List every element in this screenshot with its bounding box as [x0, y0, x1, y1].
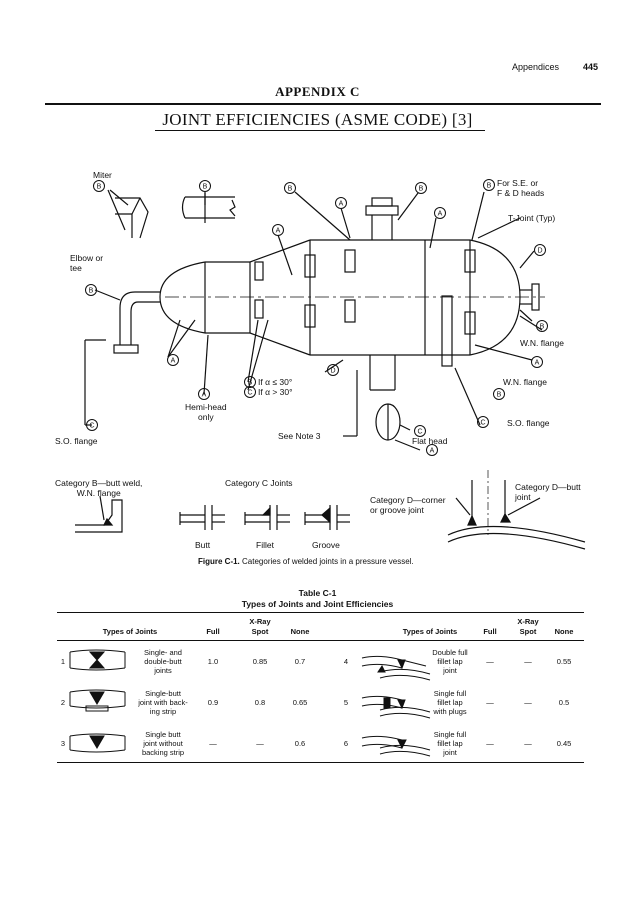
row-3-full: — — [209, 739, 217, 748]
svg-text:D: D — [330, 368, 335, 375]
figure-caption-label: Figure C-1. — [198, 557, 240, 566]
label-see-note-3: See Note 3 — [278, 431, 321, 441]
svg-text:A: A — [171, 358, 176, 365]
appendix-title: APPENDIX C — [275, 84, 360, 99]
row-2-number: 2 — [60, 698, 66, 707]
row-6-spot: — — [524, 739, 532, 748]
label-if-alpha-le: If α ≤ 30° — [258, 377, 293, 387]
row-5-number: 5 — [343, 698, 349, 707]
label-for-se-fd-heads: For S.E. or F & D heads — [497, 178, 545, 198]
label-if-alpha-gt: If α > 30° — [258, 387, 293, 397]
row-5-description: Single full fillet lap with plugs — [433, 689, 467, 716]
label-groove: Groove — [312, 540, 340, 550]
col-full-right: Full — [483, 627, 497, 636]
row-4-full: — — [486, 657, 494, 666]
svg-text:B: B — [89, 288, 94, 295]
svg-text:B: B — [419, 186, 424, 193]
label-flat-head: Flat head — [412, 436, 448, 446]
joint-type-sketches — [69, 649, 431, 757]
label-category-d-butt: Category D—butt joint — [515, 482, 581, 502]
row-1-spot: 0.85 — [252, 657, 268, 666]
label-category-c: Category C Joints — [225, 478, 293, 488]
title-rule-bottom — [155, 130, 485, 131]
row-3-number: 3 — [60, 739, 66, 748]
svg-text:A: A — [535, 360, 540, 367]
svg-text:B: B — [248, 380, 253, 387]
svg-text:A: A — [276, 228, 281, 235]
xray-header-right: X-Ray — [517, 617, 539, 626]
row-3-spot: — — [256, 739, 264, 748]
svg-text:C: C — [247, 390, 252, 397]
pressure-vessel-drawing: B B B B A A B D A B A B A D B A B C C C … — [84, 179, 548, 456]
label-category-b: Category B—butt weld, W.N. flange — [55, 478, 143, 498]
svg-text:C: C — [480, 420, 485, 427]
table-title: Types of Joints and Joint Efficiencies — [241, 599, 394, 609]
col-none-right: None — [554, 627, 574, 636]
col-full-left: Full — [206, 627, 220, 636]
svg-text:B: B — [97, 184, 102, 191]
figure-caption: Figure C-1. Categories of welded joints … — [198, 557, 414, 566]
table-rule-header — [57, 640, 584, 641]
svg-text:A: A — [438, 211, 443, 218]
running-header-section: Appendices — [512, 62, 560, 72]
svg-text:B: B — [540, 324, 545, 331]
joint-categories-drawing — [75, 470, 586, 550]
table-label: Table C-1 — [298, 588, 337, 598]
row-4-none: 0.55 — [556, 657, 572, 666]
label-butt: Butt — [195, 540, 211, 550]
label-wn-flange-2: W.N. flange — [503, 377, 547, 387]
row-6-none: 0.45 — [556, 739, 572, 748]
svg-text:B: B — [203, 184, 208, 191]
row-3-description: Single butt joint without backing strip — [141, 730, 185, 757]
col-types-left: Types of Joints — [102, 627, 158, 636]
row-5-full: — — [486, 698, 494, 707]
row-1-full: 1.0 — [207, 657, 219, 666]
label-elbow-or-tee: Elbow or tee — [70, 253, 104, 273]
svg-text:C: C — [89, 423, 94, 430]
svg-text:B: B — [487, 183, 492, 190]
title-rule-top — [45, 103, 601, 105]
svg-text:A: A — [339, 201, 344, 208]
row-6-number: 6 — [343, 739, 349, 748]
label-t-joint: T-Joint (Typ) — [508, 213, 556, 223]
label-hemi-head-only: Hemi-head only — [185, 402, 227, 422]
svg-text:A: A — [430, 448, 435, 455]
row-6-description: Single full fillet lap joint — [433, 730, 467, 757]
label-wn-flange-1: W.N. flange — [520, 338, 564, 348]
row-4-description: Double full fillet lap joint — [432, 648, 468, 675]
row-4-spot: — — [524, 657, 532, 666]
page-number: 445 — [583, 62, 599, 72]
table-rule-top — [57, 612, 584, 613]
label-miter: Miter — [93, 170, 112, 180]
row-2-spot: 0.8 — [254, 698, 266, 707]
label-so-flange-left: S.O. flange — [55, 436, 98, 446]
row-6-full: — — [486, 739, 494, 748]
row-1-number: 1 — [60, 657, 66, 666]
row-2-description: Single-butt joint with back- ing strip — [138, 689, 188, 716]
row-5-spot: — — [524, 698, 532, 707]
row-4-number: 4 — [343, 657, 349, 666]
row-3-none: 0.6 — [294, 739, 306, 748]
chapter-title: JOINT EFFICIENCIES (ASME CODE) [3] — [162, 110, 473, 129]
label-category-d-corner: Category D—corner or groove joint — [370, 495, 446, 515]
col-spot-right: Spot — [519, 627, 537, 636]
label-fillet: Fillet — [256, 540, 274, 550]
figure-caption-text: Categories of welded joints in a pressur… — [242, 557, 414, 566]
row-2-none: 0.65 — [292, 698, 308, 707]
svg-text:B: B — [497, 392, 502, 399]
col-types-right: Types of Joints — [402, 627, 458, 636]
svg-text:C: C — [417, 429, 422, 436]
svg-text:A: A — [202, 392, 207, 399]
row-5-none: 0.5 — [558, 698, 570, 707]
row-1-none: 0.7 — [294, 657, 306, 666]
row-2-full: 0.9 — [207, 698, 219, 707]
svg-text:D: D — [537, 248, 542, 255]
row-1-description: Single- and double-butt joints — [144, 648, 182, 675]
table-rule-bottom — [57, 762, 584, 763]
label-so-flange-right: S.O. flange — [507, 418, 550, 428]
svg-text:B: B — [288, 186, 293, 193]
col-spot-left: Spot — [251, 627, 269, 636]
col-none-left: None — [290, 627, 310, 636]
xray-header-left: X-Ray — [249, 617, 271, 626]
